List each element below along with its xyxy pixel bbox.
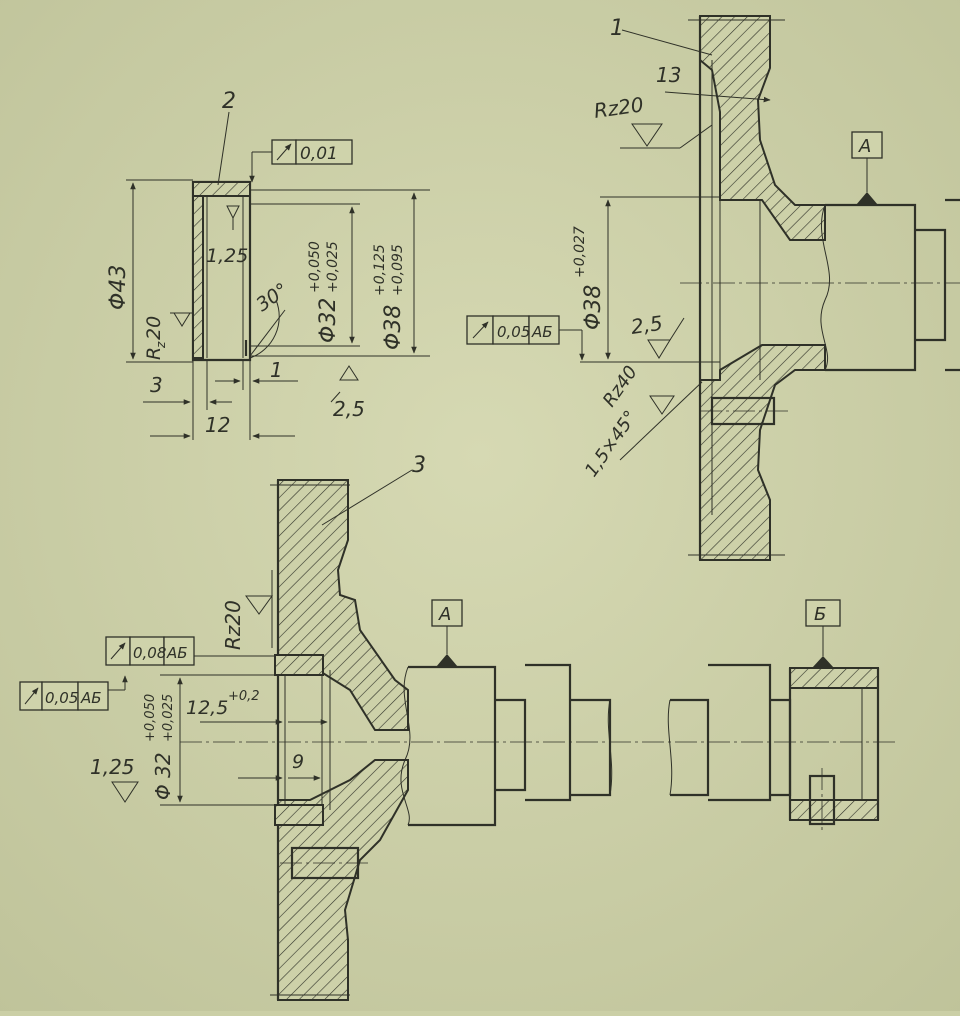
datum-a-bottom: А [431, 599, 463, 667]
roughness-rz20-face: R z 20 [143, 316, 168, 360]
runout-frame-005-bottom: 0,05 АБ [19, 675, 128, 711]
dim-1: 1 [270, 358, 283, 382]
dim-13: 13 [656, 63, 681, 87]
svg-text:Φ 32: Φ 32 [151, 752, 175, 800]
dim-bore-32: Φ32 +0,050 +0,025 [307, 241, 341, 343]
roughness-rz20-gear-bottom: Rz20 [221, 600, 245, 650]
dim-3: 3 [150, 373, 163, 397]
svg-text:+0,095: +0,095 [390, 244, 406, 296]
runout-frame-001: 0,01 [249, 139, 353, 183]
roughness-1-25-gear: 1,25 [90, 755, 135, 779]
svg-text:12,5: 12,5 [186, 697, 228, 719]
dim-9: 9 [292, 751, 304, 773]
svg-text:АБ: АБ [80, 689, 102, 707]
bushing-wall-section [192, 195, 204, 359]
runout-frame-005-top: 0,05 АБ [466, 315, 585, 361]
gear-upper-section [699, 15, 826, 241]
part-label-1: 1 [610, 16, 624, 41]
svg-text:z: z [154, 341, 168, 349]
svg-text:20: 20 [143, 316, 165, 340]
runout-arrow-icon [24, 687, 39, 705]
svg-text:0,01: 0,01 [300, 144, 338, 164]
svg-text:АБ: АБ [166, 644, 188, 662]
datum-a-top: А [851, 131, 883, 205]
bushing-detail: 2 Φ43 0,01 Φ32 +0,050 +0,025 Φ38 [106, 89, 430, 440]
svg-text:0,05: 0,05 [45, 689, 78, 707]
svg-text:АБ: АБ [531, 323, 553, 341]
dim-12-5: 12,5 +0,2 [186, 689, 260, 719]
runout-arrow-icon [110, 642, 126, 660]
datum-b: Б [805, 599, 841, 668]
svg-text:Φ32: Φ32 [316, 298, 341, 343]
svg-text:А: А [438, 604, 451, 625]
svg-text:Б: Б [814, 604, 826, 625]
runout-arrow-icon [472, 321, 489, 339]
dim-12: 12 [205, 413, 230, 437]
svg-text:Φ38: Φ38 [581, 285, 606, 330]
svg-text:0,08: 0,08 [133, 644, 166, 662]
svg-text:+0,050: +0,050 [143, 694, 158, 742]
roughness-2-5: 2,5 [333, 397, 365, 421]
roughness-1-25: 1,25 [206, 245, 248, 267]
svg-text:+0,025: +0,025 [325, 241, 341, 293]
svg-text:Φ38: Φ38 [381, 305, 406, 350]
svg-text:+0,2: +0,2 [228, 689, 260, 704]
svg-text:+0,050: +0,050 [307, 241, 323, 293]
svg-text:+0,125: +0,125 [372, 244, 388, 296]
part-label-2: 2 [222, 89, 236, 114]
gear-bottom-detail: 3 Rz20 А Б 0,08 АБ [19, 453, 895, 1001]
dim-bore-32-bottom: Φ 32 +0,050 +0,025 [143, 694, 176, 800]
dim-diameter-38-gear: Φ38 +0,027 [572, 226, 606, 330]
runout-frame-008: 0,08 АБ [105, 636, 275, 666]
bushing-flange-section [192, 181, 251, 197]
runout-arrow-icon [276, 143, 292, 161]
roughness-2-5-gear: 2,5 [629, 311, 664, 339]
dim-outer-38: Φ38 +0,125 +0,095 [372, 244, 406, 350]
svg-text:0,05: 0,05 [497, 323, 530, 341]
svg-text:R: R [143, 347, 165, 360]
svg-text:+0,027: +0,027 [572, 226, 588, 278]
part-label-3: 3 [412, 453, 426, 478]
svg-text:+0,025: +0,025 [161, 694, 176, 742]
svg-text:А: А [858, 136, 871, 157]
dim-diameter-43: Φ43 [106, 265, 131, 310]
